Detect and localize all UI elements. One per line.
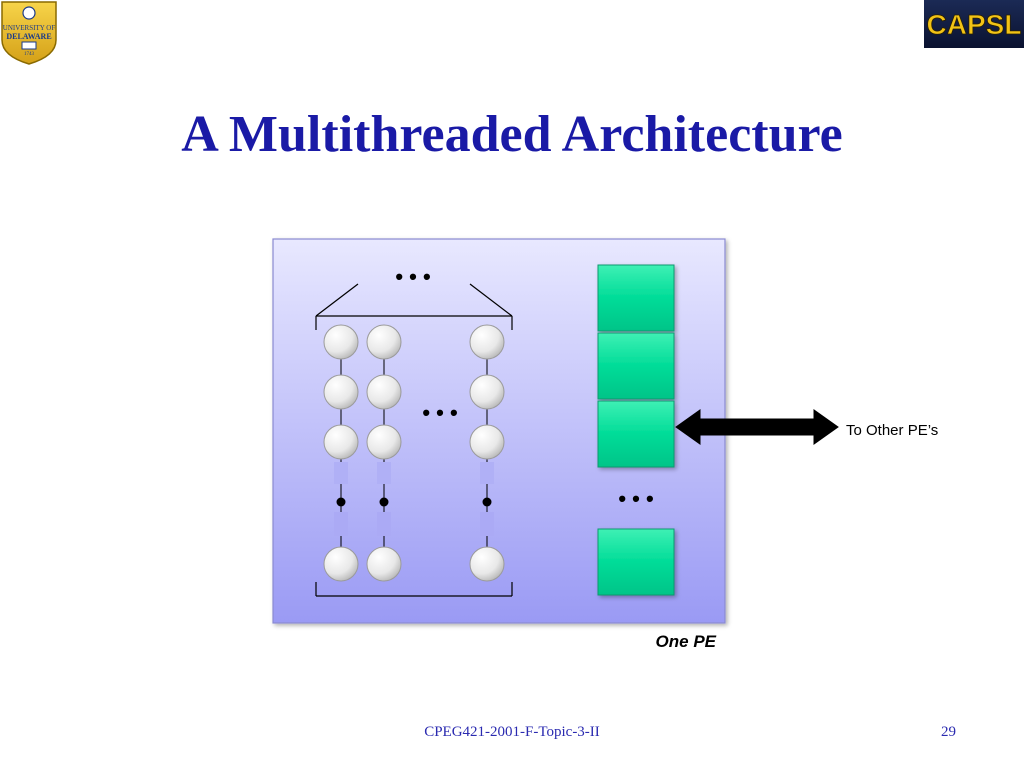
top-bracket (315, 283, 513, 330)
thread-dot (482, 497, 492, 507)
thread-node (323, 424, 359, 460)
thread-node (469, 546, 505, 582)
svg-text:DELAWARE: DELAWARE (6, 32, 51, 41)
double-arrow-icon (675, 409, 839, 445)
logo-text: UNIVERSITY OF DELAWARE 1743 (3, 24, 56, 57)
sun-icon (22, 6, 36, 20)
thread-column-3 (469, 324, 505, 582)
thread-dot (336, 497, 346, 507)
thread-node (469, 374, 505, 410)
register-block (597, 400, 675, 468)
thread-node (366, 324, 402, 360)
thread-column-1 (323, 324, 359, 582)
slide-title: A Multithreaded Architecture (181, 106, 843, 163)
ellipsis-registers: • • • (618, 486, 653, 511)
thread-node (323, 324, 359, 360)
svg-text:UNIVERSITY OF: UNIVERSITY OF (3, 24, 56, 32)
thread-node (366, 546, 402, 582)
register-block (597, 528, 675, 596)
capsl-logo: CAPSL (924, 0, 1024, 48)
thread-node (469, 424, 505, 460)
svg-text:CAPSL: CAPSL (927, 9, 1022, 40)
bottom-bracket (315, 582, 513, 597)
page-number: 29 (941, 724, 956, 740)
thread-column-2 (366, 324, 402, 582)
thread-node (323, 546, 359, 582)
thread-node (323, 374, 359, 410)
book-icon (21, 41, 37, 50)
register-block (597, 332, 675, 400)
thread-node (366, 374, 402, 410)
thread-node (469, 324, 505, 360)
to-other-pe-label: To Other PE’s (846, 422, 938, 439)
slide-footer: CPEG421-2001-F-Topic-3-II (424, 724, 600, 740)
university-of-delaware-logo: UNIVERSITY OF DELAWARE 1743 (1, 1, 57, 65)
ellipsis-middle: • • • (422, 400, 457, 425)
svg-text:1743: 1743 (24, 52, 35, 57)
one-pe-label: One PE (656, 632, 717, 651)
register-stack (597, 264, 675, 596)
ellipsis-top: • • • (395, 264, 430, 289)
register-block (597, 264, 675, 332)
thread-dot (379, 497, 389, 507)
thread-node (366, 424, 402, 460)
